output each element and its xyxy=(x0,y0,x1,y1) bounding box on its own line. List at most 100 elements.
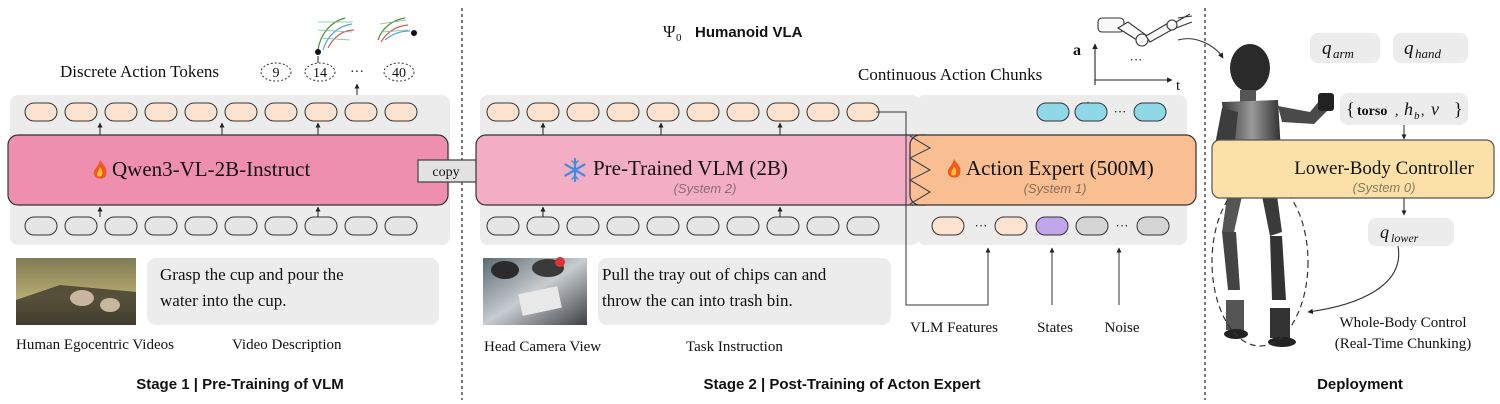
stage1-output-token-row xyxy=(24,102,418,135)
q-lower-chip xyxy=(1368,218,1454,246)
token-id-9 xyxy=(260,62,292,82)
deployment-title: Deployment xyxy=(1317,376,1403,393)
cmd-comma-2: , xyxy=(1421,104,1425,119)
input-token xyxy=(104,216,138,236)
vlm-input-token xyxy=(846,216,880,236)
q-arm-subscript: arm xyxy=(1333,46,1354,61)
vlm-output-token xyxy=(726,102,760,122)
input-token xyxy=(344,216,378,236)
vlm-feature-route xyxy=(876,111,991,306)
vlm-output-token xyxy=(486,102,520,122)
head-camera-view-caption: Head Camera View xyxy=(484,339,601,355)
stage2-vlm-input-token-row xyxy=(486,206,880,236)
cmd-comma-1: , xyxy=(1395,104,1399,119)
head-camera-view-thumbnail xyxy=(483,257,587,325)
output-token xyxy=(304,102,338,122)
whole-body-control-arrow xyxy=(1307,245,1400,315)
lower-body-controller-block xyxy=(1211,139,1495,199)
vlm-input-token xyxy=(486,216,520,236)
output-token xyxy=(384,102,418,122)
vlm-input-token xyxy=(526,216,560,236)
trajectory-glyph-2 xyxy=(377,17,417,43)
action-expert-label: Action Expert (500M) xyxy=(966,156,1154,180)
axis-t-label: t xyxy=(1176,78,1181,94)
output-token xyxy=(24,102,58,122)
video-description-caption: Video Description xyxy=(232,337,342,353)
cmd-close-brace: } xyxy=(1454,99,1463,119)
input-token xyxy=(184,216,218,236)
action-expert-system-label: (System 1) xyxy=(1024,181,1087,196)
output-token xyxy=(264,102,298,122)
vlm-input-token xyxy=(566,216,600,236)
flame-icon xyxy=(947,159,961,178)
arm-command-arrow xyxy=(1177,38,1224,59)
action-axes: a t ··· xyxy=(1073,42,1181,94)
axis-a-label: a xyxy=(1073,42,1081,59)
qwen-model-label: Qwen3-VL-2B-Instruct xyxy=(112,157,310,181)
token-id-14 xyxy=(304,62,336,82)
vlm-output-token xyxy=(566,102,600,122)
output-token xyxy=(104,102,138,122)
vlm-label: Pre-Trained VLM (2B) xyxy=(593,156,788,180)
token-id-40-text: 40 xyxy=(392,66,406,81)
task-instruction-box xyxy=(598,258,891,325)
input-token xyxy=(224,216,258,236)
title-psi-sub: 0 xyxy=(676,32,682,44)
q-arm-chip xyxy=(1310,33,1380,63)
whole-body-control-line1: Whole-Body Control xyxy=(1339,315,1466,331)
vlm-output-token xyxy=(766,102,800,122)
input-token xyxy=(64,216,98,236)
feature-ellipsis: ··· xyxy=(975,218,988,233)
stage1-title: Stage 1 | Pre-Training of VLM xyxy=(136,376,344,393)
token-id-40 xyxy=(383,62,415,82)
input-token xyxy=(264,216,298,236)
output-token xyxy=(144,102,178,122)
title-psi: Ψ xyxy=(663,22,676,41)
noise-label: Noise xyxy=(1105,320,1140,336)
token-id-14-text: 14 xyxy=(313,66,327,81)
action-chunk-token xyxy=(1133,102,1167,122)
q-hand-subscript: hand xyxy=(1415,46,1442,61)
q-lower-subscript: lower xyxy=(1391,231,1419,245)
input-token xyxy=(24,216,58,236)
vlm-input-token xyxy=(726,216,760,236)
whole-body-control-line2: (Real-Time Chunking) xyxy=(1335,336,1472,352)
vlm-input-token xyxy=(766,216,800,236)
token-ellipsis: ··· xyxy=(350,65,364,80)
action-expert-block xyxy=(909,134,1197,206)
video-description-line1: Grasp the cup and pour the xyxy=(160,265,344,284)
discrete-action-tokens-label: Discrete Action Tokens xyxy=(60,62,219,81)
vlm-features-label: VLM Features xyxy=(910,320,998,336)
cmd-open-brace: { xyxy=(1346,99,1355,119)
input-token xyxy=(384,216,418,236)
cmd-h-subscript: b xyxy=(1414,110,1420,122)
vlm-system-label: (System 2) xyxy=(674,181,737,196)
states-label: States xyxy=(1037,320,1073,336)
axis-dots: ··· xyxy=(1130,52,1143,67)
copy-label: copy xyxy=(432,165,459,180)
q-hand-symbol: q xyxy=(1404,38,1414,59)
vlm-input-token xyxy=(646,216,680,236)
noise-token xyxy=(1075,216,1109,236)
video-description-line2: water into the cup. xyxy=(160,291,287,310)
cmd-h: h xyxy=(1404,99,1413,119)
vlm-output-token xyxy=(806,102,840,122)
input-token xyxy=(304,216,338,236)
output-token xyxy=(344,102,378,122)
vlm-output-token xyxy=(526,102,560,122)
vlm-input-token xyxy=(606,216,640,236)
chunk-ellipsis: ··· xyxy=(1114,104,1127,119)
task-instruction-line2: throw the can into trash bin. xyxy=(602,291,793,310)
lower-body-controller-label: Lower-Body Controller xyxy=(1294,158,1474,179)
human-egocentric-video-thumbnail xyxy=(16,258,136,325)
vlm-input-token xyxy=(686,216,720,236)
vlm-output-token xyxy=(846,102,880,122)
stage1-input-token-row xyxy=(24,206,418,236)
snowflake-icon xyxy=(564,157,586,183)
title-humanoid-vla: Humanoid VLA xyxy=(695,24,803,41)
continuous-action-chunks-label: Continuous Action Chunks xyxy=(858,65,1042,84)
token-id-9-text: 9 xyxy=(273,66,280,81)
noise-ellipsis: ··· xyxy=(1116,218,1129,233)
vlm-input-token xyxy=(806,216,840,236)
